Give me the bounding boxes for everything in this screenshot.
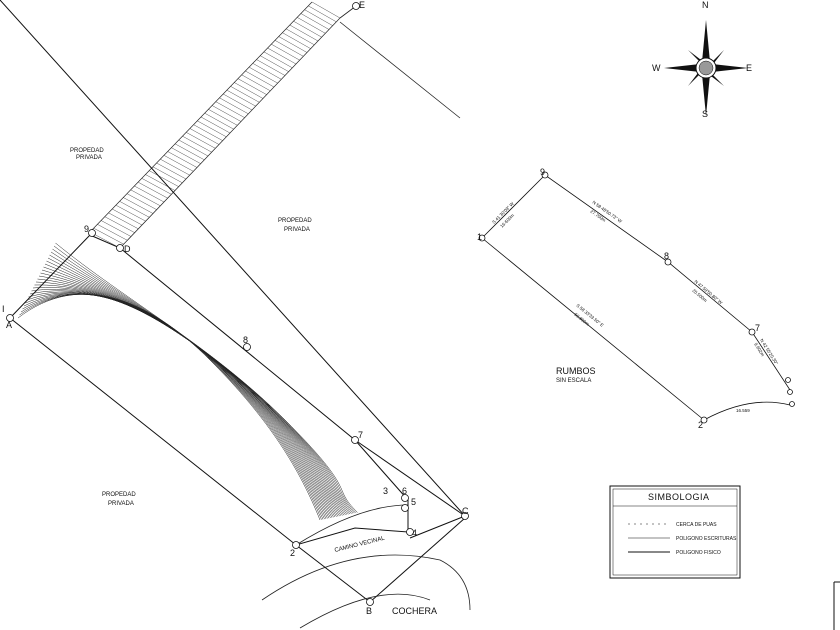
compass-north: N (702, 0, 709, 10)
point-e-label: E (359, 0, 365, 10)
point-a-label: A (6, 320, 12, 330)
rumbos-title: RUMBOS (556, 366, 596, 376)
point-b-label: B (366, 606, 372, 616)
point-5-label: 5 (411, 497, 416, 507)
compass-rose-icon (664, 20, 748, 116)
point-9-label: 9 (84, 224, 89, 234)
contour-lines (17, 242, 358, 521)
legend-box (609, 485, 741, 579)
property-polygon (0, 0, 466, 603)
point-3-label: 3 (383, 486, 388, 496)
area-label-left-bottom-1: PROPEDAD (102, 492, 136, 498)
area-label-left-bottom-2: PRIVADA (108, 501, 134, 507)
point-c-label: C (462, 506, 469, 516)
area-label-center-2: PRIVADA (284, 227, 310, 233)
rumbo-arc: 16.559 (736, 408, 750, 413)
rumbos-diagram (478, 171, 795, 424)
rumbos-point-8: 8 (664, 251, 669, 261)
rumbos-point-1: 1 (477, 232, 482, 242)
compass-south: S (702, 109, 708, 119)
legend-title: SIMBOLOGIA (648, 492, 710, 502)
point-6-label: 6 (402, 486, 407, 496)
rumbos-point-2: 2 (698, 420, 703, 430)
point-d-label: D (124, 244, 131, 254)
legend-item-fisico: POLIGONO FISICO (676, 550, 721, 556)
point-markers (6, 2, 469, 606)
point-2-label: 2 (290, 548, 295, 558)
compass-east: E (746, 63, 752, 73)
point-i-label: I (2, 304, 5, 314)
point-4-label: 4 (412, 528, 417, 538)
point-8-label: 8 (243, 335, 248, 345)
rumbos-point-9: 9 (540, 167, 545, 177)
compass-west: W (652, 63, 661, 73)
rumbos-point-7: 7 (755, 323, 760, 333)
point-7-label: 7 (358, 430, 363, 440)
legend-item-cerca: CERCA DE PUAS (676, 522, 717, 528)
road-curves (261, 504, 471, 629)
area-label-center-1: PROPEDAD (278, 218, 312, 224)
area-label-left-top-2: PRIVADA (76, 155, 102, 161)
legend-item-escrituras: POLIGONO ESCRITURAS (676, 536, 737, 542)
camino-label: CAMINO VECINAL (334, 536, 386, 554)
hatched-strip (89, 1, 341, 249)
rumbos-subtitle: SIN ESCALA (556, 378, 591, 384)
area-label-left-top-1: PROPEDAD (70, 148, 104, 154)
cochera-label: COCHERA (392, 606, 437, 616)
boundary-line-e (339, 21, 461, 119)
